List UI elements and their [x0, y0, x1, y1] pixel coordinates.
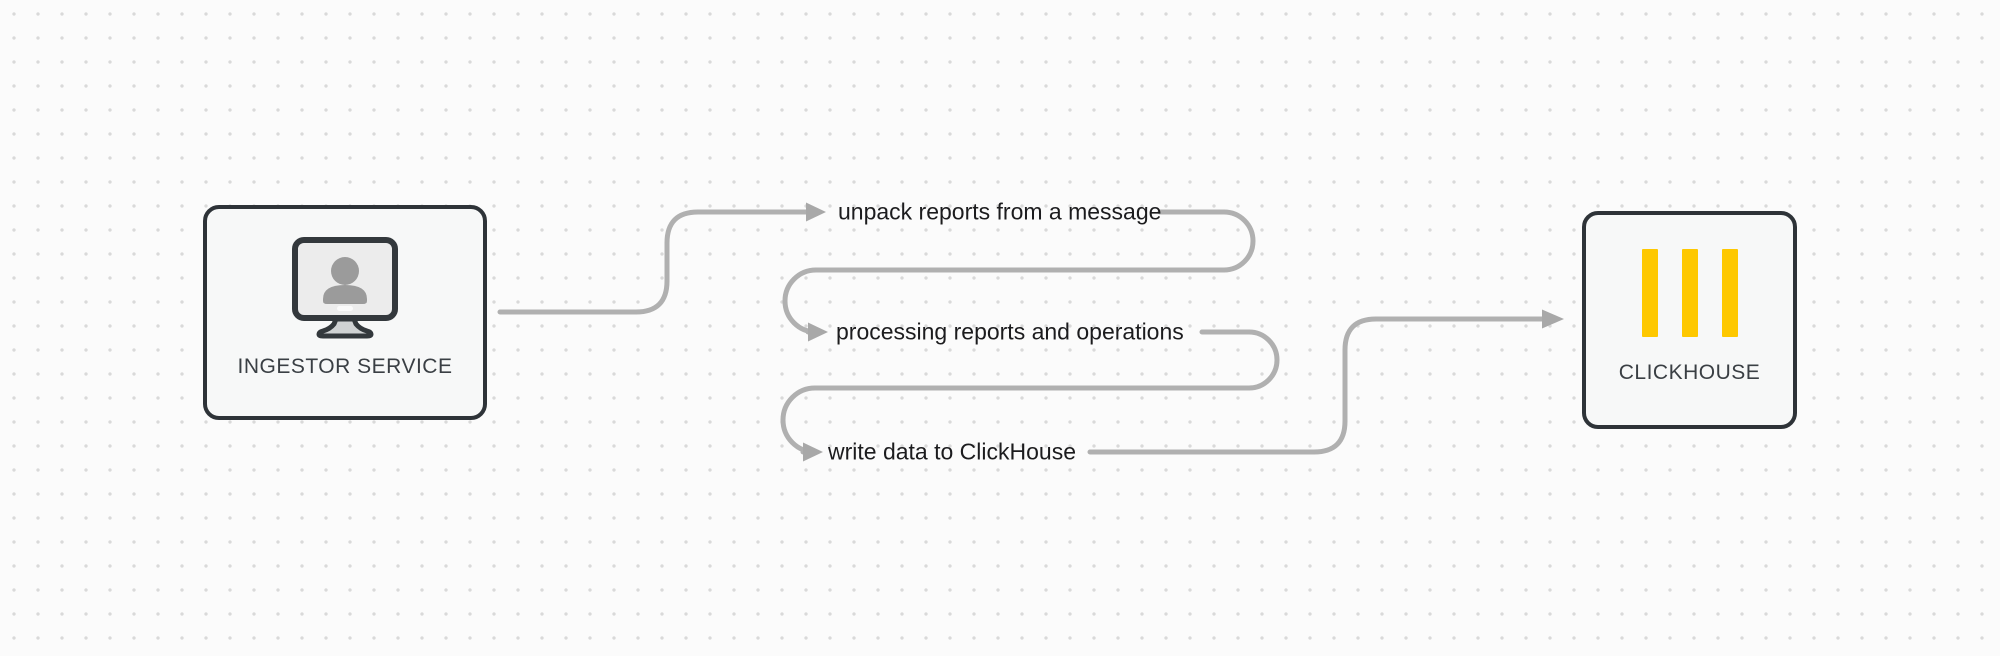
- node-clickhouse[interactable]: CLICKHOUSE: [1582, 211, 1797, 429]
- connector-step2-to-step3[interactable]: [780, 329, 1280, 462]
- node-label-ingestor: INGESTOR SERVICE: [237, 355, 453, 378]
- arrowhead-icon: [806, 202, 826, 222]
- step-label-unpack[interactable]: unpack reports from a message: [838, 198, 1162, 225]
- arrowhead-icon: [803, 442, 823, 462]
- clickhouse-logo-icon: [1641, 249, 1738, 337]
- step-label-processing[interactable]: processing reports and operations: [836, 318, 1184, 345]
- monitor-user-icon: [292, 237, 398, 339]
- node-ingestor-service[interactable]: INGESTOR SERVICE: [203, 205, 487, 420]
- step-label-write[interactable]: write data to ClickHouse: [828, 438, 1076, 465]
- connector-ingestor-to-step1[interactable]: [497, 202, 826, 315]
- connector-step3-to-clickhouse[interactable]: [1087, 309, 1564, 455]
- node-label-clickhouse: CLICKHOUSE: [1618, 361, 1761, 384]
- arrowhead-icon: [1542, 309, 1564, 329]
- arrowhead-icon: [808, 322, 828, 342]
- connector-step1-to-step2[interactable]: [782, 209, 1256, 342]
